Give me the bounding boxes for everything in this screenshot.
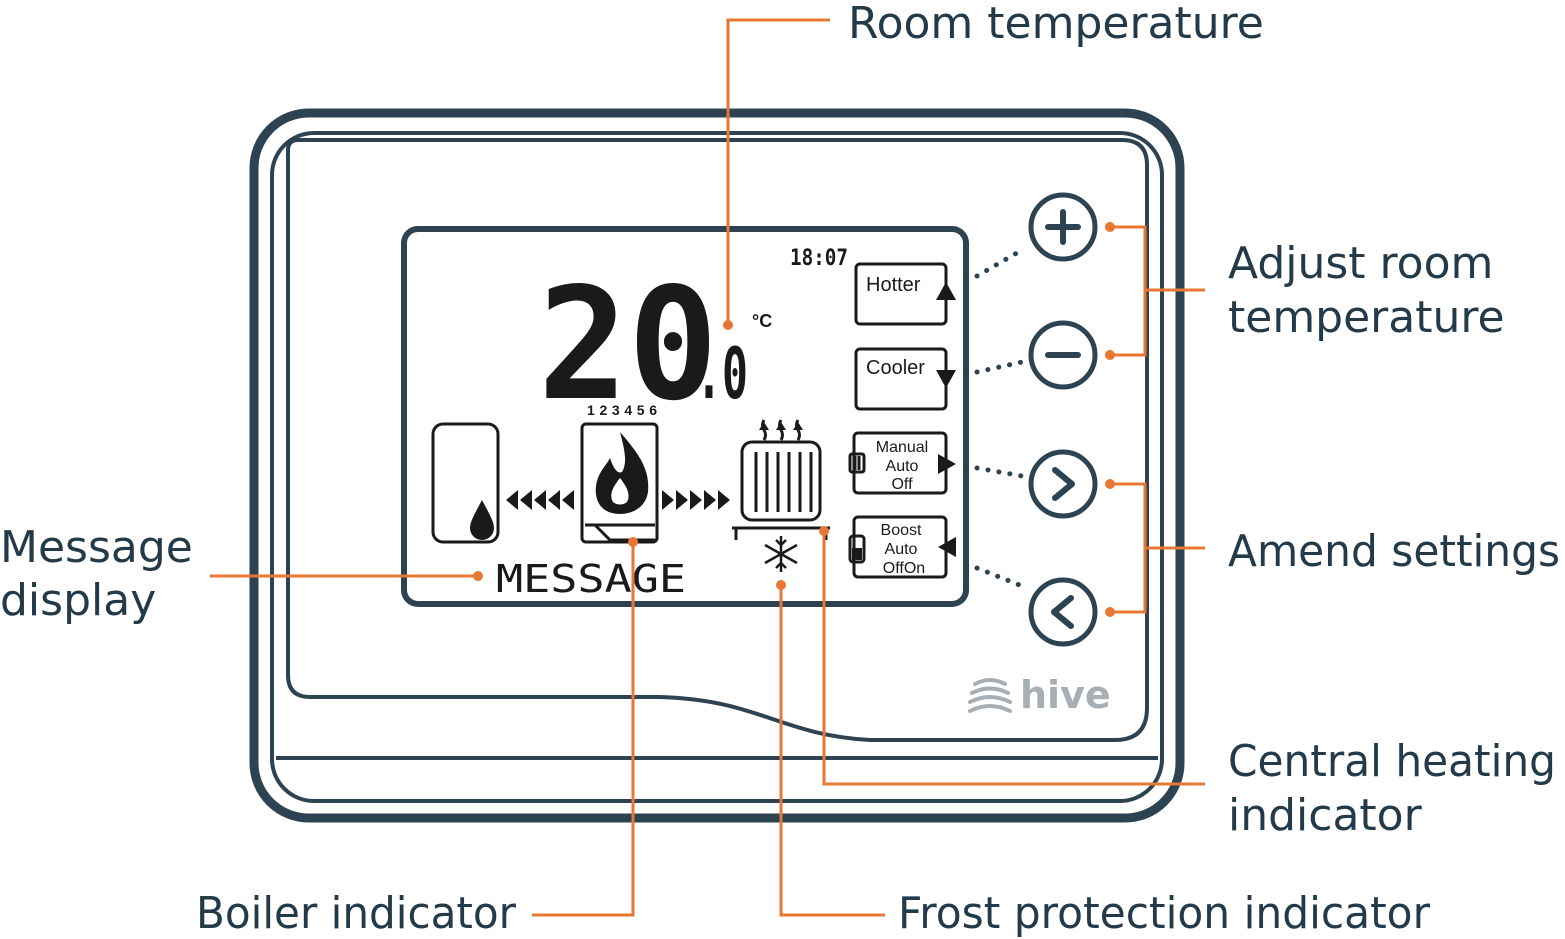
cooler-softkey: Cooler: [854, 347, 956, 411]
hive-logo: hive: [968, 673, 1111, 717]
clock-readout: 18:07: [790, 246, 848, 271]
svg-text:OffOn: OffOn: [883, 560, 925, 577]
thermostat-casing: [249, 108, 1185, 823]
plus-button[interactable]: [1028, 192, 1098, 262]
chevron-left-icon: [1051, 595, 1074, 629]
chevron-right-icon: [1052, 467, 1075, 501]
svg-text:Auto: Auto: [886, 458, 919, 475]
snowflake-icon: [764, 536, 798, 572]
callout-room-temperature: Room temperature: [848, 0, 1264, 49]
svg-text:Boost: Boost: [881, 522, 922, 539]
hot-water-mode-softkey: Boost Auto OffOn: [848, 515, 956, 579]
callout-amend-settings: Amend settings: [1228, 526, 1560, 577]
water-drop-icon: [470, 500, 494, 540]
message-readout: MESSAGE: [496, 557, 686, 601]
boiler-icon: [580, 422, 659, 544]
hotter-softkey: Hotter: [854, 262, 956, 326]
heat-rising-icon: [759, 419, 803, 441]
leader-lines: [210, 18, 1205, 917]
back-button[interactable]: [1028, 577, 1098, 647]
cylinder-icon: [431, 422, 500, 544]
temperature-decimal-readout: .0: [696, 333, 748, 415]
temperature-unit: °C: [752, 311, 772, 331]
radiator-icon: [848, 452, 866, 474]
svg-text:Hotter: Hotter: [866, 274, 921, 296]
callout-boiler-indicator: Boiler indicator: [196, 888, 517, 939]
heating-mode-softkey: Manual Auto Off: [848, 431, 956, 495]
hot-water-flow-arrows: [506, 490, 574, 510]
room-temperature-readout: 20: [538, 254, 718, 435]
plus-icon: [1045, 209, 1081, 245]
svg-text:Cooler: Cooler: [866, 357, 925, 379]
svg-text:Off: Off: [891, 476, 913, 493]
lcd-screen: 18:07 20 .0 °C 123456: [401, 226, 969, 607]
brand-name: hive: [1020, 673, 1111, 717]
flame-icon: [595, 432, 649, 514]
svg-text:Manual: Manual: [876, 439, 928, 456]
callout-central-heating-line2: indicator: [1228, 790, 1423, 841]
minus-button[interactable]: [1028, 320, 1098, 390]
next-button[interactable]: [1028, 449, 1098, 519]
hive-logo-icon: [968, 678, 1012, 713]
cylinder-icon: [848, 534, 866, 564]
heating-flow-arrows: [662, 490, 730, 510]
button-connectors: [974, 247, 1025, 589]
callout-adjust-room-temperature-line1: Adjust room: [1228, 238, 1493, 289]
callout-message-display-line2: display: [0, 575, 156, 626]
callout-central-heating-line1: Central heating: [1228, 736, 1556, 787]
svg-text:Auto: Auto: [885, 541, 918, 558]
callout-frost-protection-indicator: Frost protection indicator: [898, 888, 1431, 939]
callout-message-display-line1: Message: [0, 522, 193, 573]
callout-adjust-room-temperature-line2: temperature: [1228, 292, 1505, 343]
